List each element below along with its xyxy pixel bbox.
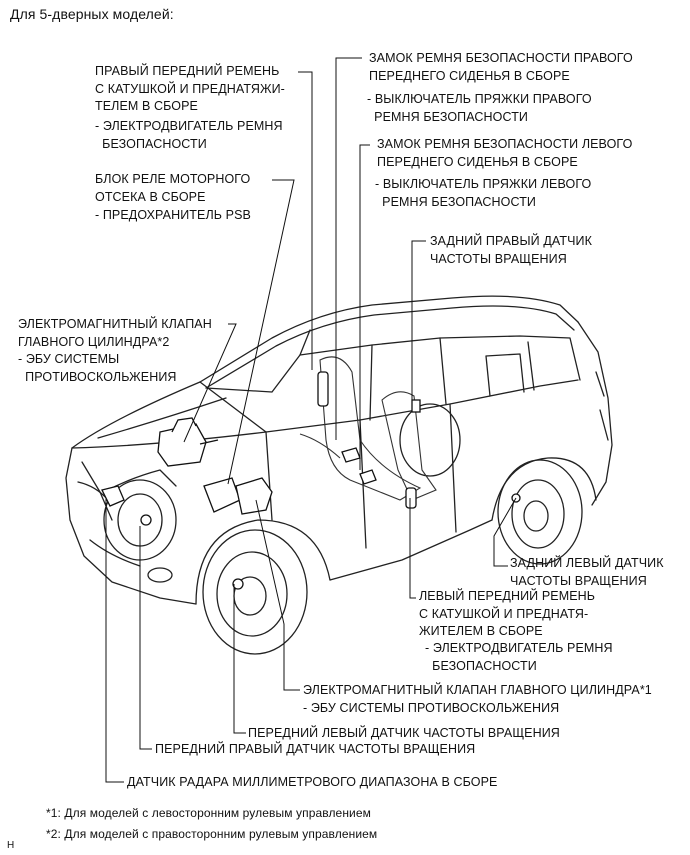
label-left-buckle-sub: - ВЫКЛЮЧАТЕЛЬ ПРЯЖКИ ЛЕВОГО РЕМНЯ БЕЗОПА… (375, 177, 592, 209)
label-front-left-sensor: ПЕРЕДНИЙ ЛЕВЫЙ ДАТЧИК ЧАСТОТЫ ВРАЩЕНИЯ (248, 726, 560, 740)
label-left-front-belt: ЛЕВЫЙ ПЕРЕДНИЙ РЕМЕНЬ С КАТУШКОЙ И ПРЕДН… (419, 589, 596, 638)
label-solenoid-lhd: ЭЛЕКТРОМАГНИТНЫЙ КЛАПАН ГЛАВНОГО ЦИЛИНДР… (303, 683, 652, 697)
label-left-front-belt-sub: - ЭЛЕКТРОДВИГАТЕЛЬ РЕМНЯ БЕЗОПАСНОСТИ (425, 641, 613, 673)
label-solenoid-lhd-sub: - ЭБУ СИСТЕМЫ ПРОТИВОСКОЛЬЖЕНИЯ (303, 701, 560, 715)
label-solenoid-rhd-sub: - ЭБУ СИСТЕМЫ ПРОТИВОСКОЛЬЖЕНИЯ (18, 352, 177, 384)
label-left-buckle: ЗАМОК РЕМНЯ БЕЗОПАСНОСТИ ЛЕВОГО ПЕРЕДНЕГ… (377, 137, 633, 169)
interior-seats (299, 356, 437, 501)
label-solenoid-rhd: ЭЛЕКТРОМАГНИТНЫЙ КЛАПАН ГЛАВНОГО ЦИЛИНДР… (18, 317, 212, 349)
leader-lines (105, 57, 517, 783)
car-body (65, 295, 613, 655)
label-relay-block-sub: - ПРЕДОХРАНИТЕЛЬ PSB (95, 208, 251, 222)
label-rear-right-sensor: ЗАДНИЙ ПРАВЫЙ ДАТЧИК ЧАСТОТЫ ВРАЩЕНИЯ (430, 234, 592, 266)
label-relay-block: БЛОК РЕЛЕ МОТОРНОГО ОТСЕКА В СБОРЕ (95, 172, 251, 204)
label-right-buckle-sub: - ВЫКЛЮЧАТЕЛЬ ПРЯЖКИ ПРАВОГО РЕМНЯ БЕЗОП… (367, 92, 592, 124)
label-rear-left-sensor: ЗАДНИЙ ЛЕВЫЙ ДАТЧИК ЧАСТОТЫ ВРАЩЕНИЯ (510, 556, 664, 588)
page-heading: Для 5-дверных моделей: (10, 6, 174, 22)
footnote-1: *1: Для моделей с левосторонним рулевым … (46, 806, 371, 820)
label-right-front-belt: ПРАВЫЙ ПЕРЕДНИЙ РЕМЕНЬ С КАТУШКОЙ И ПРЕД… (95, 64, 285, 113)
footnote-2: *2: Для моделей с правосторонним рулевым… (46, 827, 378, 841)
label-front-right-sensor: ПЕРЕДНИЙ ПРАВЫЙ ДАТЧИК ЧАСТОТЫ ВРАЩЕНИЯ (155, 742, 476, 756)
components (101, 371, 521, 590)
label-radar-sensor: ДАТЧИК РАДАРА МИЛЛИМЕТРОВОГО ДИАПАЗОНА В… (127, 775, 498, 789)
corner-mark: H (7, 840, 15, 851)
label-right-front-belt-sub: - ЭЛЕКТРОДВИГАТЕЛЬ РЕМНЯ БЕЗОПАСНОСТИ (95, 119, 283, 151)
label-right-buckle: ЗАМОК РЕМНЯ БЕЗОПАСНОСТИ ПРАВОГО ПЕРЕДНЕ… (369, 51, 633, 83)
